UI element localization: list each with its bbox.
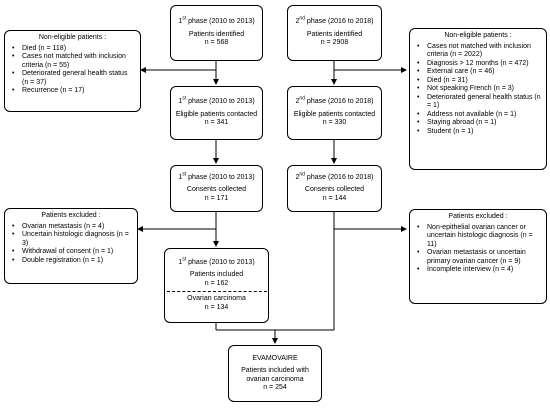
phase2-eligible-label: Eligible patients contacted: [293, 110, 376, 118]
list-item: Ovarian metastasis or uncertain primary …: [415, 249, 541, 266]
phase1-consents-label: Consents collected: [186, 186, 247, 194]
left-noneligible-box: Non-eligible patients : Died (n = 118) C…: [4, 30, 141, 112]
phase1-included-title: 1st phase (2010 to 2013): [178, 256, 255, 266]
right-excluded-box: Patients excluded : Non-epithelial ovari…: [409, 209, 547, 304]
list-item: Not speaking French (n = 3): [415, 85, 541, 94]
left-excluded-box: Patients excluded : Ovarian metastasis (…: [4, 208, 138, 284]
phase1-consents-count: n = 171: [204, 194, 229, 202]
list-item: Deteriorated general health status (n = …: [10, 70, 135, 87]
list-item: Died (n = 118): [10, 45, 135, 54]
list-item: External care (n = 46): [415, 68, 541, 77]
evamovaire-label: Patients included with ovarian carcinoma: [241, 367, 309, 383]
phase2-consents-count: n = 144: [322, 194, 347, 202]
list-item: Non-epithelial ovarian cancer or uncerta…: [415, 224, 541, 250]
right-noneligible-title: Non-eligible patients :: [444, 32, 512, 39]
dashed-separator: [166, 291, 267, 293]
phase2-consents-label: Consents collected: [304, 186, 365, 194]
list-item: Diagnosis > 12 months (n = 472): [415, 60, 541, 69]
phase1-identified-title: 1st phase (2010 to 2013): [178, 15, 255, 26]
phase2-identified-count: n = 2908: [320, 39, 349, 47]
phase1-included-box: 1st phase (2010 to 2013) Patients includ…: [164, 248, 269, 323]
right-noneligible-box: Non-eligible patients : Cases not matche…: [409, 28, 547, 170]
phase2-consents-box: 2nd phase (2016 to 2018) Consents collec…: [287, 165, 382, 212]
list-item: Deteriorated general health status (n = …: [415, 94, 541, 111]
list-item: Ovarian metastasis (n = 4): [10, 223, 132, 232]
list-item: Recurrence (n = 17): [10, 87, 135, 96]
phase1-identified-box: 1st phase (2010 to 2013) Patients identi…: [170, 5, 263, 61]
phase2-eligible-title: 2nd phase (2016 to 2018): [295, 95, 374, 106]
phase1-identified-count: n = 568: [204, 39, 229, 47]
list-item: Address not available (n = 1): [415, 111, 541, 120]
list-item: Withdrawal of consent (n = 1): [10, 248, 132, 257]
left-noneligible-title: Non-eligible patients :: [38, 34, 107, 41]
list-item: Student (n = 1): [415, 128, 541, 137]
phase1-ovarian-label: Ovarian carcinoma: [187, 295, 246, 303]
phase1-eligible-label: Eligible patients contacted: [175, 110, 258, 118]
phase1-eligible-box: 1st phase (2010 to 2013) Eligible patien…: [170, 86, 263, 140]
phase1-ovarian-count: n = 134: [204, 303, 229, 311]
list-item: Cases not matched with inclusion criteri…: [10, 53, 135, 70]
phase2-consents-title: 2nd phase (2016 to 2018): [295, 171, 374, 181]
phase1-included-label: Patients included: [189, 271, 244, 279]
list-item: Uncertain histologic diagnosis (n = 3): [10, 231, 132, 248]
phase2-identified-title: 2nd phase (2016 to 2018): [295, 15, 374, 26]
list-item: Incomplete interview (n = 4): [415, 266, 541, 275]
list-item: Staying abroad (n = 1): [415, 119, 541, 128]
evamovaire-title: EVAMOVAIRE: [252, 354, 298, 362]
phase1-eligible-title: 1st phase (2010 to 2013): [178, 95, 255, 106]
evamovaire-count: n = 254: [263, 384, 287, 391]
right-excluded-title: Patients excluded :: [448, 213, 508, 220]
phase1-eligible-count: n = 341: [204, 119, 229, 127]
phase1-identified-label: Patients identified: [188, 30, 245, 38]
phase2-identified-label: Patients identified: [306, 30, 363, 38]
phase2-eligible-box: 2nd phase (2016 to 2018) Eligible patien…: [287, 86, 382, 140]
list-item: Died (n = 31): [415, 77, 541, 86]
phase1-consents-title: 1st phase (2010 to 2013): [178, 171, 255, 181]
phase1-consents-box: 1st phase (2010 to 2013) Consents collec…: [170, 165, 263, 212]
phase2-identified-box: 2nd phase (2016 to 2018) Patients identi…: [287, 5, 382, 61]
left-excluded-title: Patients excluded :: [41, 212, 101, 219]
list-item: Cases not matched with inclusion criteri…: [415, 43, 541, 60]
phase2-eligible-count: n = 330: [322, 119, 347, 127]
phase1-included-count: n = 162: [204, 279, 229, 287]
list-item: Double registration (n = 1): [10, 257, 132, 266]
evamovaire-box: EVAMOVAIRE Patients included with ovaria…: [228, 345, 322, 402]
